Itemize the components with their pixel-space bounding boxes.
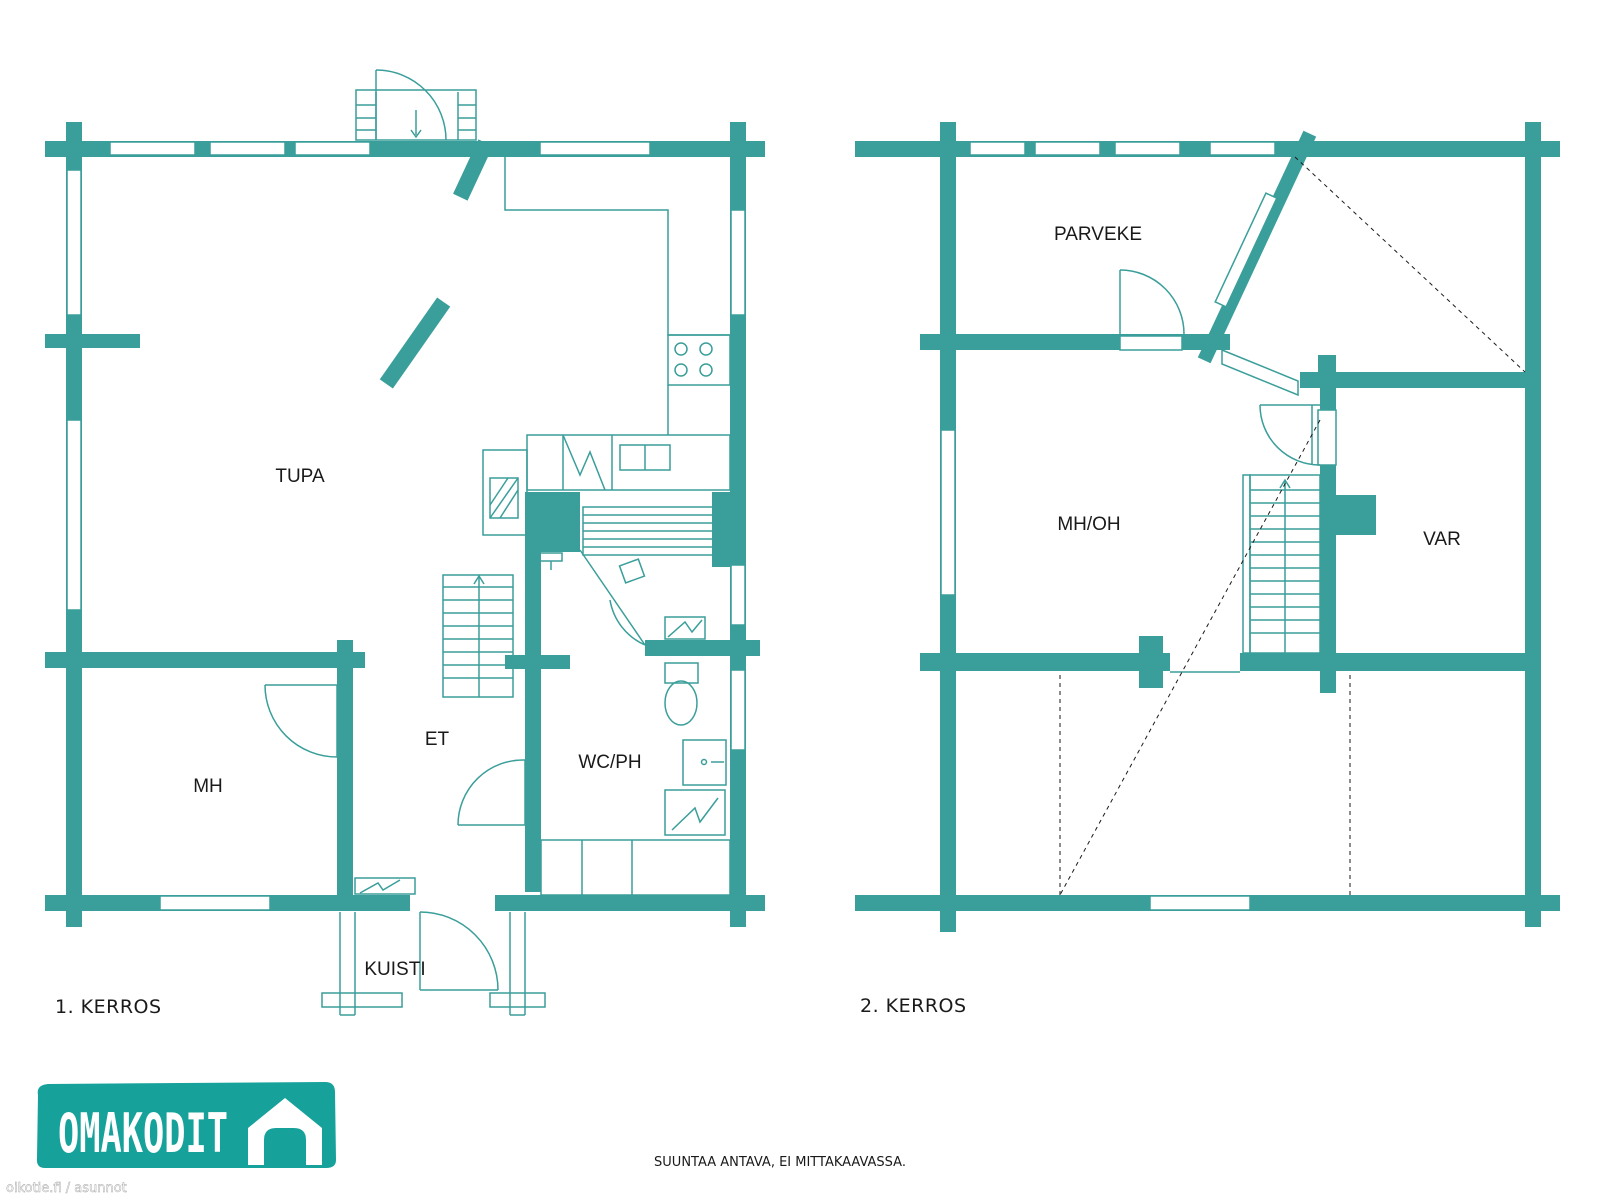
- window: [1317, 409, 1337, 466]
- window: [294, 141, 371, 156]
- window: [1034, 141, 1101, 156]
- watermark: oikotie.fi / asunnot: [6, 1181, 127, 1196]
- floor-2-windows: [940, 141, 1337, 911]
- wall: [855, 141, 1560, 157]
- window: [159, 895, 271, 911]
- window: [209, 141, 286, 156]
- floor-2-plan: [855, 122, 1560, 932]
- stove: [667, 334, 731, 386]
- wall: [1240, 653, 1540, 671]
- wall: [920, 334, 1230, 350]
- fireplace-column: [453, 139, 493, 201]
- room-labels: TUPA ET WC/PH MH KUISTI PARVEKE MH/OH VA…: [193, 224, 1461, 980]
- room-label-parveke: PARVEKE: [1054, 224, 1142, 245]
- window: [1114, 141, 1181, 156]
- wall: [45, 895, 765, 911]
- floor-2-fixtures: [1119, 192, 1321, 673]
- omakodit-logo: OMAKODIT: [36, 1082, 337, 1168]
- entry-steps: [355, 89, 477, 141]
- wall: [1336, 495, 1376, 535]
- wall: [712, 492, 746, 567]
- bathroom-sink: [682, 739, 727, 786]
- wall: [1320, 653, 1336, 693]
- toilet-bowl: [664, 680, 698, 726]
- window: [730, 209, 746, 316]
- window: [940, 429, 956, 596]
- window: [969, 141, 1026, 156]
- window: [1149, 895, 1251, 911]
- wall: [45, 334, 140, 348]
- wall: [45, 652, 365, 668]
- window: [109, 141, 196, 156]
- disclaimer: SUUNTAA ANTAVA, EI MITTAKAAVASSA.: [654, 1155, 906, 1170]
- room-label-wc-ph: WC/PH: [578, 752, 641, 773]
- oven: [482, 449, 528, 536]
- wall: [1139, 636, 1163, 688]
- window: [66, 419, 82, 611]
- floor-2-label: 2. KERROS: [860, 995, 967, 1017]
- room-label-mh: MH: [193, 776, 223, 797]
- window: [1209, 141, 1276, 156]
- window: [730, 564, 746, 626]
- fireplace-column: [379, 297, 451, 389]
- wall: [1525, 122, 1541, 927]
- room-label-mh-oh: MH/OH: [1057, 514, 1120, 535]
- logo-text: OMAKODIT: [58, 1102, 228, 1165]
- floor-1-label: 1. KERROS: [55, 996, 162, 1018]
- wall: [525, 492, 580, 552]
- window: [66, 169, 82, 316]
- stairs: [442, 574, 514, 698]
- wall: [1300, 372, 1540, 388]
- room-label-kuisti: KUISTI: [364, 959, 425, 980]
- wall: [525, 492, 541, 892]
- wall: [920, 653, 1170, 671]
- house-outline-icon: [248, 1098, 322, 1165]
- floor-1-plan: [45, 122, 765, 927]
- door-opening: [410, 893, 495, 911]
- room-label-tupa: TUPA: [275, 466, 325, 487]
- floor-1-fixtures: [264, 69, 731, 1016]
- toilet-tank: [664, 662, 699, 684]
- wall: [505, 655, 570, 669]
- floor-1-windows: [66, 141, 746, 911]
- wall: [337, 640, 353, 910]
- room-label-et: ET: [425, 729, 450, 750]
- angled-wall: [1197, 130, 1317, 364]
- window: [539, 141, 651, 156]
- sloped-ceiling-lines: [1059, 156, 1526, 896]
- room-label-var: VAR: [1423, 529, 1461, 550]
- wall: [645, 640, 760, 656]
- window: [730, 669, 746, 751]
